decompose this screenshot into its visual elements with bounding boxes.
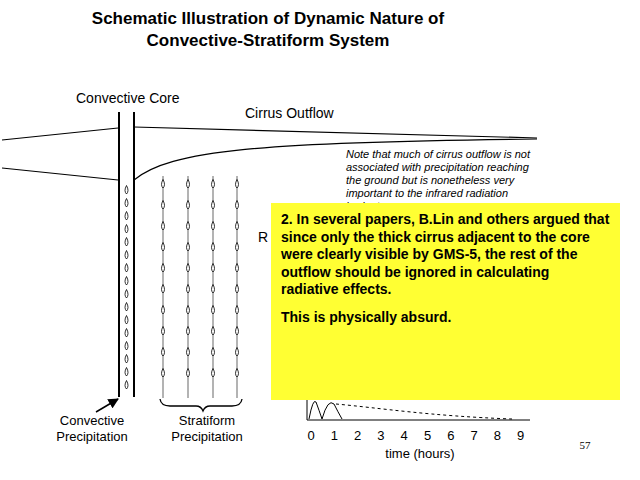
raindrop	[187, 369, 190, 378]
plot-axis	[307, 420, 530, 421]
raindrop	[236, 306, 239, 315]
raindrop	[125, 355, 128, 364]
raindrop	[212, 285, 215, 294]
raindrop	[125, 329, 128, 338]
tick-label: 8	[487, 428, 507, 444]
anvil-top	[2, 128, 118, 140]
page-number: 57	[570, 439, 600, 452]
core-wall	[133, 112, 135, 397]
raindrop	[125, 368, 128, 377]
title: Schematic Illustration of Dynamic Nature…	[58, 8, 478, 52]
raindrop	[125, 212, 128, 221]
plot-curve	[309, 401, 322, 419]
anvil-top	[134, 127, 537, 138]
plot-curve	[322, 403, 342, 419]
pointer-arrow	[96, 399, 118, 412]
raindrop	[125, 290, 128, 299]
rain-streak	[163, 176, 164, 398]
raindrop	[125, 303, 128, 312]
part-label: Cirrus Outflow	[245, 105, 365, 122]
tick-label: 4	[394, 428, 414, 444]
raindrop	[125, 186, 128, 195]
raindrop	[236, 264, 239, 273]
raindrop	[162, 222, 165, 231]
part-label: Stratiform Precipitation	[155, 413, 259, 444]
tick-label: 6	[441, 428, 461, 444]
core-wall	[118, 112, 120, 397]
tick-label: 9	[511, 428, 531, 444]
raindrops	[125, 176, 239, 398]
raindrop	[236, 201, 239, 210]
raindrop	[212, 201, 215, 210]
callout-remark: This is physically absurd.	[281, 309, 610, 327]
tick-label: 1	[324, 428, 344, 444]
part-label: Convective Core	[76, 90, 206, 107]
raindrop	[212, 348, 215, 357]
raindrop	[187, 348, 190, 357]
fragment: R	[258, 229, 270, 246]
raindrop	[236, 285, 239, 294]
raindrop	[125, 381, 128, 390]
raindrop	[125, 277, 128, 286]
raindrop	[162, 369, 165, 378]
raindrop	[236, 180, 239, 189]
raindrop	[125, 264, 128, 273]
brace	[160, 399, 242, 411]
raindrop	[236, 369, 239, 378]
raindrop	[187, 180, 190, 189]
raindrop	[187, 201, 190, 210]
raindrop	[187, 264, 190, 273]
raindrop	[162, 327, 165, 336]
raindrop	[236, 243, 239, 252]
raindrop	[187, 285, 190, 294]
anvil-bottom	[2, 168, 118, 180]
raindrop	[162, 264, 165, 273]
raindrop	[125, 238, 128, 247]
raindrop	[212, 264, 215, 273]
raindrop	[212, 306, 215, 315]
callout-box: 2. In several papers, B.Lin and others a…	[271, 203, 620, 400]
raindrop	[125, 251, 128, 260]
raindrop	[212, 369, 215, 378]
raindrop	[162, 285, 165, 294]
raindrop	[162, 348, 165, 357]
tick-label: 0	[301, 428, 321, 444]
rain-streak	[237, 176, 238, 398]
axis-title: time (hours)	[360, 446, 480, 462]
tick-label: 7	[464, 428, 484, 444]
raindrop	[187, 222, 190, 231]
raindrop	[125, 342, 128, 351]
callout-text: 2. In several papers, B.Lin and others a…	[281, 211, 610, 299]
rain-streak	[188, 176, 189, 398]
raindrop	[162, 243, 165, 252]
raindrop	[125, 225, 128, 234]
raindrop	[236, 222, 239, 231]
raindrop	[162, 306, 165, 315]
raindrop	[162, 180, 165, 189]
plot-curve	[336, 404, 512, 419]
part-label: Convective Precipitation	[40, 413, 144, 444]
raindrop	[162, 201, 165, 210]
raindrop	[125, 316, 128, 325]
rain-streak	[213, 176, 214, 398]
raindrop	[236, 348, 239, 357]
raindrop	[236, 327, 239, 336]
raindrop	[212, 222, 215, 231]
raindrop	[212, 180, 215, 189]
raindrop	[187, 306, 190, 315]
tick-label: 3	[371, 428, 391, 444]
raindrop	[187, 243, 190, 252]
raindrop	[125, 199, 128, 208]
raindrop	[212, 327, 215, 336]
tick-label: 2	[348, 428, 368, 444]
raindrop	[187, 327, 190, 336]
raindrop	[212, 243, 215, 252]
tick-label: 5	[418, 428, 438, 444]
